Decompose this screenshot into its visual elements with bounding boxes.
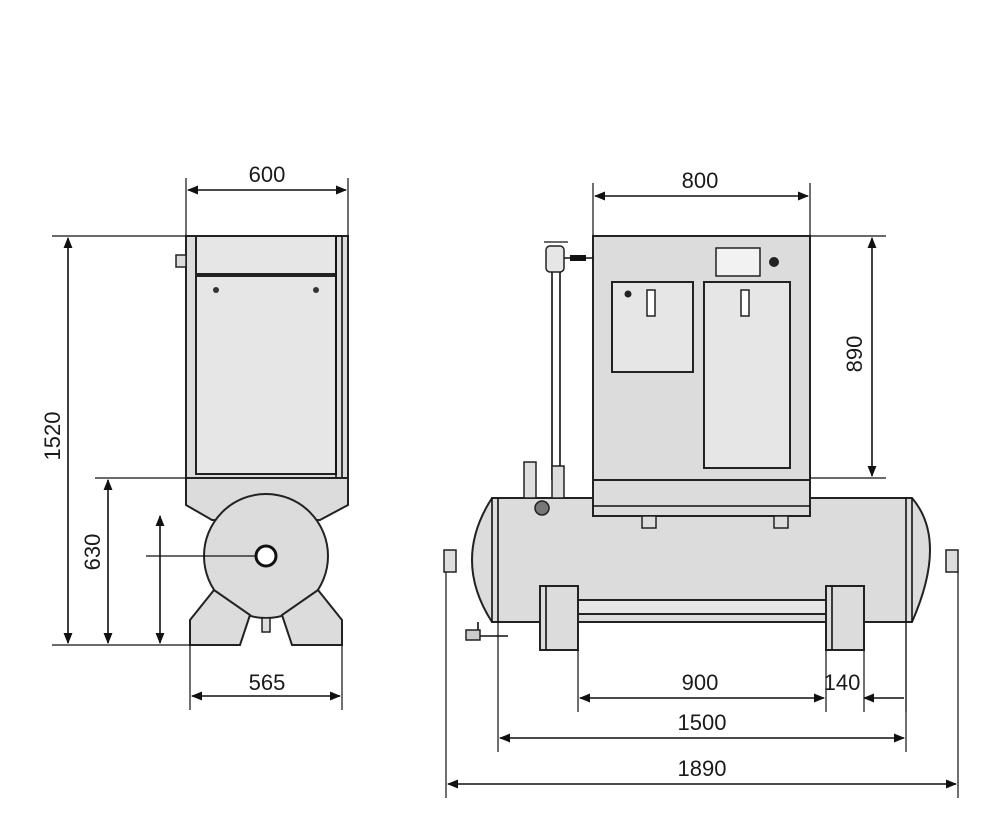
screw-icon [313,287,319,293]
tank-inlet [443,549,457,573]
pressure-gauge-icon [534,500,550,516]
dim-side-width: 600 [249,162,286,187]
dim-unit-height: 890 [842,336,867,373]
unit-base-frame [592,479,811,517]
pipe-elbow [545,245,565,273]
side-view: 600 1520 630 565 [40,162,349,710]
display-panel [715,247,761,277]
door-handle-icon [646,289,656,317]
emergency-stop-icon [769,257,779,267]
left-foot [189,588,252,646]
dim-foot-offset: 140 [824,670,861,695]
dim-total-height: 1520 [40,412,65,461]
dim-feet-spacing: 900 [682,670,719,695]
dim-overall-length: 1890 [678,756,727,781]
dim-base-width: 565 [249,670,286,695]
dim-tank-height: 630 [80,534,105,571]
drain-valve [261,617,271,633]
side-cabinet-top-panel [195,235,337,275]
door-handle-icon [740,289,750,317]
screw-icon [213,287,219,293]
dim-unit-width: 800 [682,168,719,193]
safety-valve [523,461,537,499]
dim-tank-length: 1500 [678,710,727,735]
tank-port-icon [254,544,278,568]
front-view: 800 890 900 140 1500 1890 [443,168,959,798]
drain-pipe [477,622,508,637]
side-connector [175,254,187,268]
tank-outlet [945,549,959,573]
right-foot [280,588,343,646]
side-cabinet-door [195,275,337,475]
discharge-pipe [551,257,593,480]
skid-rail [547,599,859,615]
